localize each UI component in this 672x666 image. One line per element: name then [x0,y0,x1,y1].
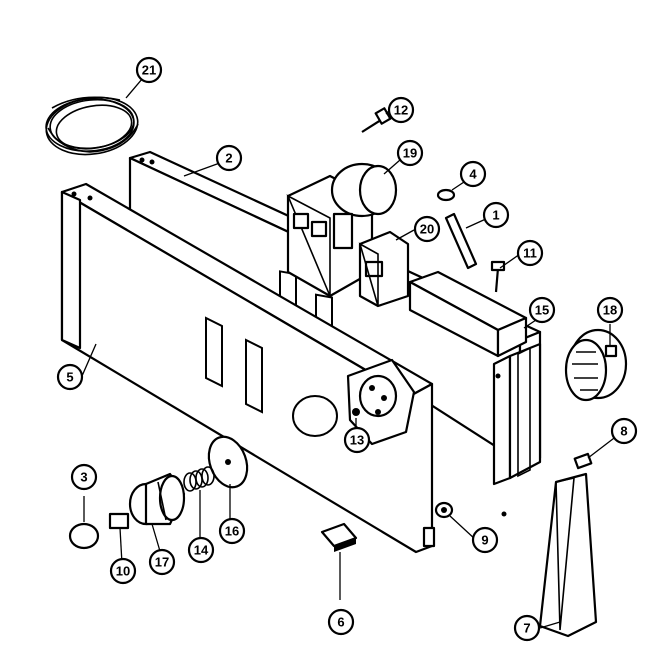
callout-16-label: 16 [225,524,239,539]
callout-12-label: 12 [394,103,408,118]
callout-18: 18 [596,296,624,324]
control-box [408,270,528,358]
callout-20: 20 [413,215,441,243]
callout-6: 6 [327,608,355,636]
pad-6 [320,522,358,552]
callout-15: 15 [528,296,556,324]
callout-1: 1 [482,201,510,229]
wire-harness-coil [45,96,139,156]
callout-3: 3 [70,463,98,491]
callout-4: 4 [459,160,487,188]
callout-3-label: 3 [80,470,87,485]
control-knob [128,472,186,526]
callout-9: 9 [471,526,499,554]
callout-10-label: 10 [116,564,130,579]
infinite-switch [346,358,416,446]
callout-12: 12 [387,96,415,124]
callout-20-label: 20 [420,222,434,237]
callout-7: 7 [513,614,541,642]
callout-2: 2 [215,144,243,172]
callout-7-label: 7 [523,621,530,636]
callout-6-label: 6 [337,615,344,630]
callout-16: 16 [218,517,246,545]
callout-10: 10 [109,557,137,585]
callout-5: 5 [56,363,84,391]
callout-21: 21 [135,56,163,84]
rod-1 [444,212,478,270]
screw-12 [361,107,392,133]
callout-17-label: 17 [155,555,169,570]
callout-1-label: 1 [492,208,499,223]
callout-9-label: 9 [481,533,488,548]
nut-9 [434,501,454,519]
callout-15-label: 15 [535,303,549,318]
callout-8: 8 [610,417,638,445]
callout-11: 11 [516,239,544,267]
callout-13-label: 13 [350,433,364,448]
label-10 [108,512,130,530]
cap-3 [68,522,100,550]
callout-18-label: 18 [603,303,617,318]
callout-4-label: 4 [469,167,477,182]
timer-motor [564,328,628,402]
screw-11 [490,260,506,293]
callout-11-label: 11 [523,246,537,261]
end-cap [538,472,598,638]
callout-21-label: 21 [142,63,156,78]
callout-13: 13 [343,426,371,454]
callout-14-label: 14 [194,543,209,558]
spring [183,466,215,492]
clip-4 [436,188,456,202]
callout-19-label: 19 [403,146,417,161]
callout-8-label: 8 [620,424,627,439]
clip-8 [573,452,593,470]
callout-17: 17 [148,548,176,576]
callout-19: 19 [396,139,424,167]
callout-2-label: 2 [225,151,232,166]
switch-block [358,230,410,308]
side-bracket [492,342,542,517]
timer-assembly [286,162,398,298]
callout-14: 14 [187,536,215,564]
callout-5-label: 5 [66,370,73,385]
